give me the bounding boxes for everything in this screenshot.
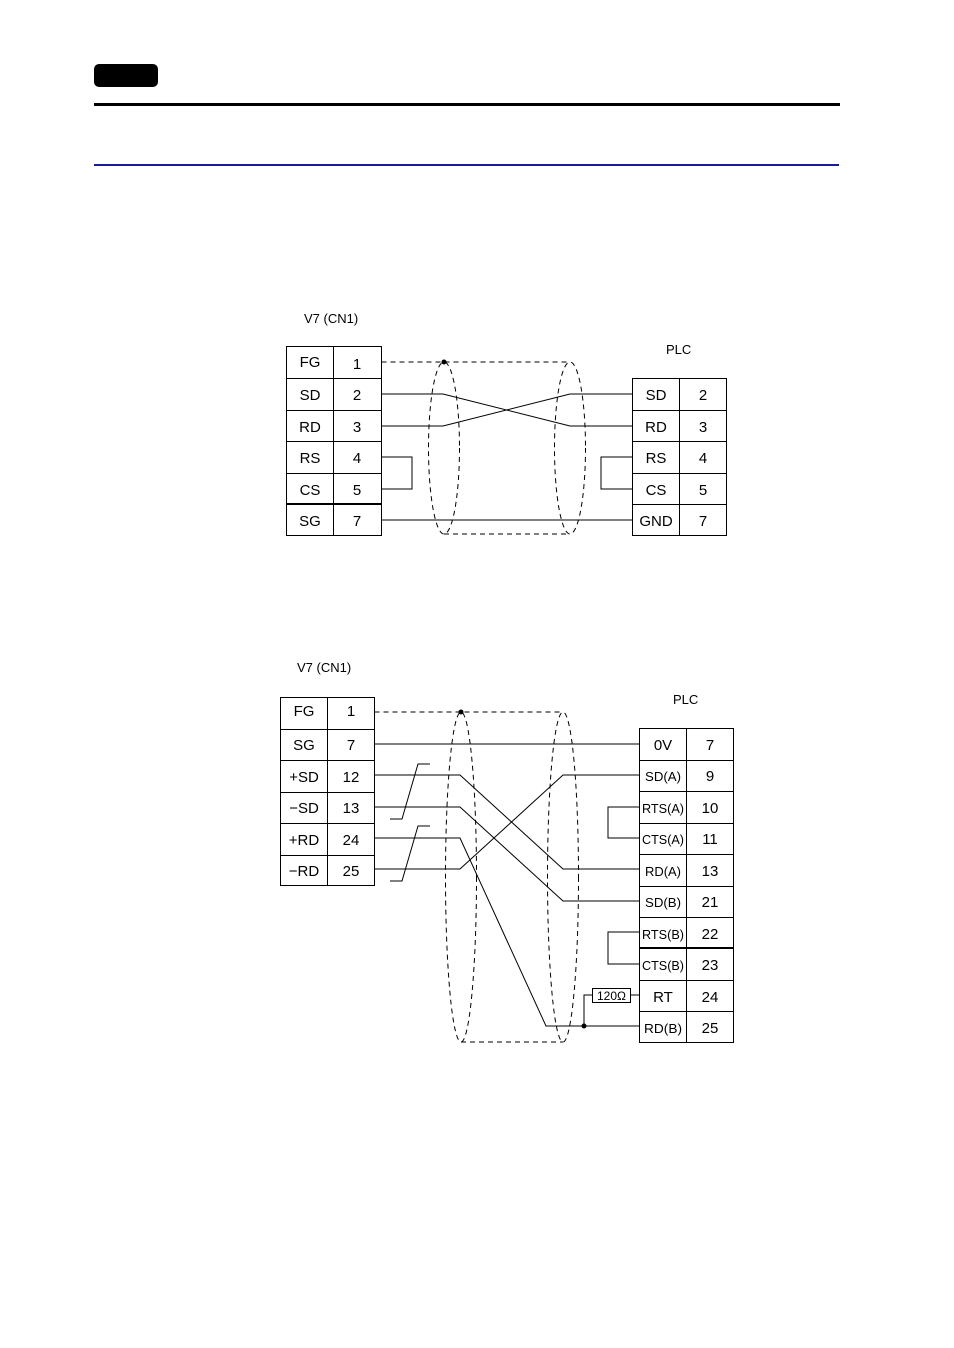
- chapter-tab-badge: [94, 64, 158, 87]
- pin-number: 23: [702, 957, 719, 974]
- pin-number: 2: [699, 387, 707, 404]
- pin-name: 0V: [654, 737, 672, 754]
- pin-name: SD: [300, 387, 321, 404]
- v7-pin-table: FG 1 SG 7 +SD 12 −SD 13 +RD 24 −RD 25: [280, 697, 375, 886]
- v7-connector-label: V7 (CN1): [304, 311, 358, 326]
- pin-name: RTS(B): [642, 927, 684, 942]
- pin-number: 4: [699, 450, 707, 467]
- v7-connector-label: V7 (CN1): [297, 660, 351, 675]
- junction-dot: [581, 1023, 587, 1029]
- pin-name: FG: [294, 703, 315, 720]
- plc-pin-table: SD 2 RD 3 RS 4 CS 5 GND 7: [632, 378, 727, 536]
- cable-shield: [381, 361, 586, 535]
- pin-name: CS: [300, 482, 321, 499]
- pin-number: 3: [699, 419, 707, 436]
- pin-number: 24: [702, 989, 719, 1006]
- cable-shield: [374, 711, 579, 1043]
- pin-name: CTS(B): [642, 958, 684, 973]
- plc-pin-table: 0V 7 SD(A) 9 RTS(A) 10 CTS(A) 11 RD(A) 1…: [639, 728, 734, 1043]
- shield-junction-dot: [458, 709, 464, 715]
- pin-name: RD(A): [645, 864, 681, 879]
- wires: [374, 743, 640, 1027]
- wires: [381, 393, 633, 521]
- pin-number: 22: [702, 926, 719, 943]
- resistor-label: 120Ω: [597, 989, 626, 1003]
- pin-number: 13: [343, 800, 360, 817]
- diagram-1: V7 (CN1) PLC FG 1 SD 2 RD 3 RS 4 CS 5 SG: [286, 311, 727, 536]
- pin-name: RS: [646, 450, 667, 467]
- twisted-pair-markers: [390, 763, 430, 882]
- v7-pin-table: FG 1 SD 2 RD 3 RS 4 CS 5 SG 7: [286, 346, 382, 536]
- pin-number: 7: [347, 737, 355, 754]
- pin-number: 1: [353, 356, 361, 373]
- pin-number: 1: [347, 703, 355, 720]
- pin-name: RD(B): [644, 1021, 682, 1036]
- pin-name: SD(B): [645, 895, 681, 910]
- pin-name: RTS(A): [642, 801, 684, 816]
- pin-number: 9: [706, 768, 714, 785]
- pin-name: +RD: [289, 832, 320, 849]
- plc-label: PLC: [673, 692, 698, 707]
- pin-number: 12: [343, 769, 360, 786]
- pin-name: RS: [300, 450, 321, 467]
- pin-number: 10: [702, 800, 719, 817]
- pin-name: SG: [293, 737, 315, 754]
- shield-junction-dot: [441, 359, 447, 365]
- pin-name: SG: [299, 513, 321, 530]
- pin-number: 13: [702, 863, 719, 880]
- pin-number: 7: [699, 513, 707, 530]
- pin-number: 25: [702, 1020, 719, 1037]
- pin-number: 11: [702, 831, 718, 848]
- pin-number: 5: [353, 482, 361, 499]
- pin-number: 7: [706, 737, 714, 754]
- pin-number: 7: [353, 513, 361, 530]
- pin-name: −RD: [289, 863, 320, 880]
- pin-name: RD: [645, 419, 667, 436]
- pin-number: 25: [343, 863, 360, 880]
- plc-label: PLC: [666, 342, 691, 357]
- pin-number: 5: [699, 482, 707, 499]
- pin-name: CS: [646, 482, 667, 499]
- pin-name: RD: [299, 419, 321, 436]
- pin-name: RT: [653, 989, 673, 1006]
- pin-number: 2: [353, 387, 361, 404]
- pin-name: FG: [300, 354, 321, 371]
- pin-number: 21: [702, 894, 719, 911]
- pin-name: +SD: [289, 769, 319, 786]
- diagram-2: V7 (CN1) PLC FG 1 SG 7 +SD 12 −SD 13 +RD…: [280, 660, 734, 1043]
- pin-number: 3: [353, 419, 361, 436]
- pin-name: CTS(A): [642, 832, 684, 847]
- section-rule: [94, 164, 839, 166]
- pin-number: 4: [353, 450, 361, 467]
- pin-name: SD(A): [645, 769, 681, 784]
- pin-number: 24: [343, 832, 360, 849]
- pin-name: GND: [639, 513, 673, 530]
- pin-name: −SD: [289, 800, 319, 817]
- resistor-120-ohm: 120Ω: [592, 988, 631, 1003]
- header-rule: [94, 103, 840, 106]
- pin-name: SD: [646, 387, 667, 404]
